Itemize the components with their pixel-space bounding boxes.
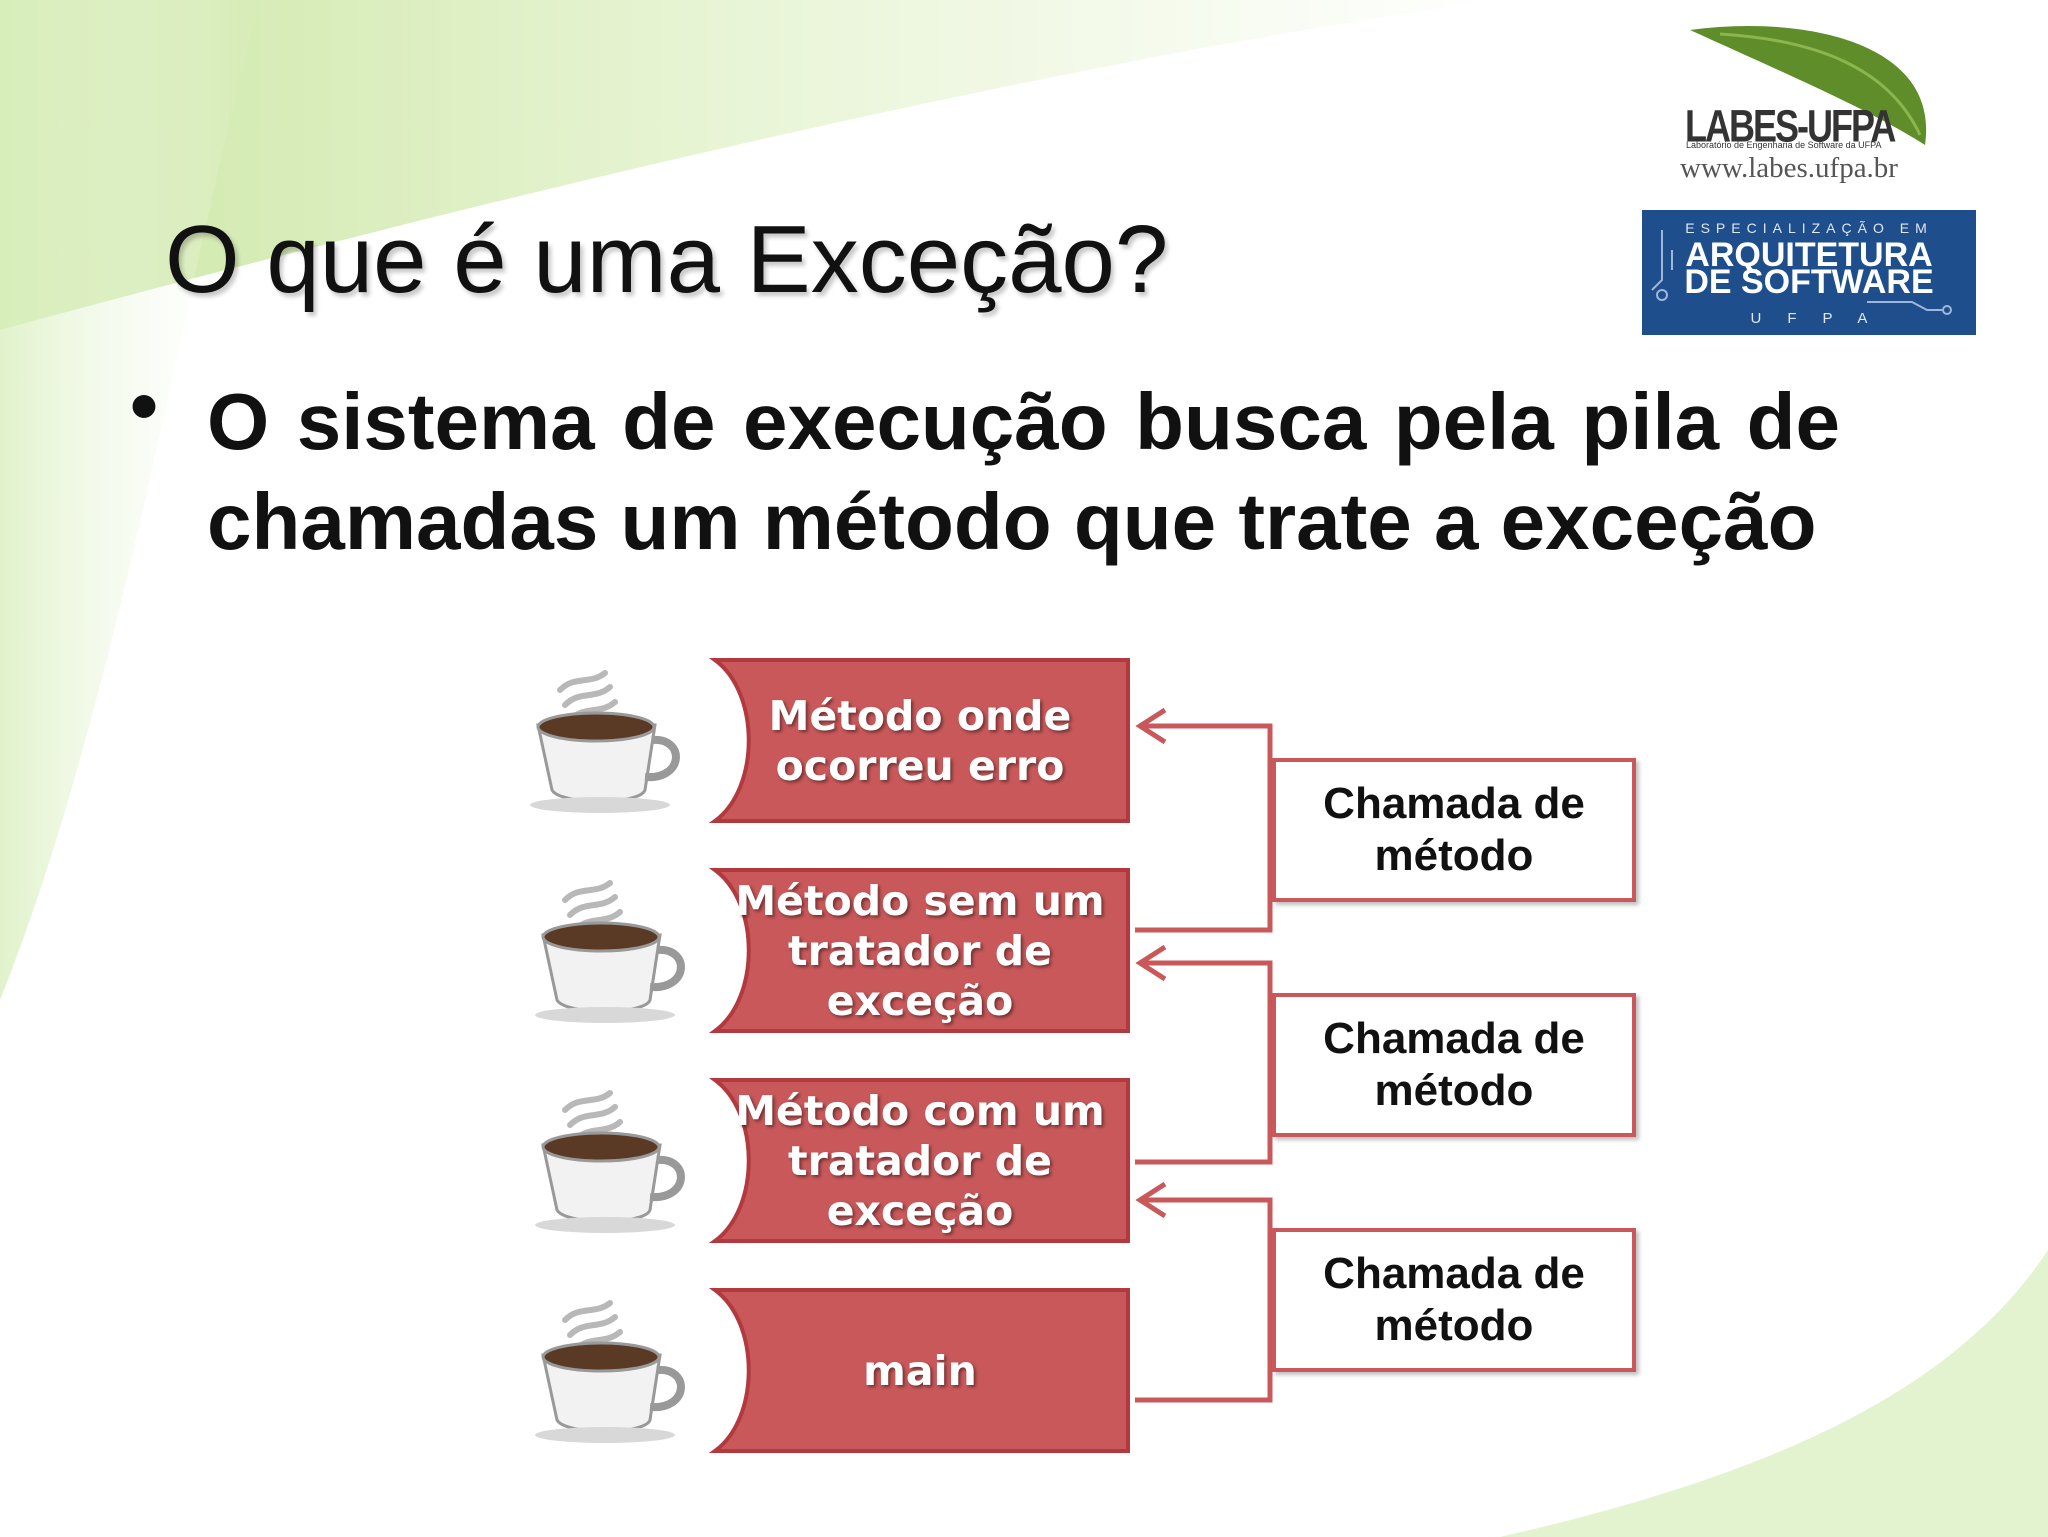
stack-method-label: Método onde ocorreu erro: [768, 691, 1072, 790]
circuit-icon: [1651, 230, 1952, 315]
badge-line-1: ARQUITETURA: [1685, 236, 1933, 274]
labes-subtitle: Laboratório de Engenharia de Software da…: [1686, 140, 1882, 150]
coffee-cup-icon: [530, 670, 680, 813]
labes-name: LABES-UFPA: [1685, 100, 1896, 152]
badge-bottom-text: UFPA: [1750, 310, 1894, 327]
call-connector: [1135, 723, 1273, 933]
call-arrowhead: [1135, 944, 1167, 982]
call-box-2: Chamada de método: [1272, 993, 1636, 1137]
stack-method-label: main: [863, 1346, 977, 1395]
call-connector: [1135, 960, 1273, 1165]
stack-method-2: Método sem um tratador de exceção: [660, 868, 1130, 1033]
stack-method-1: Método onde ocorreu erro: [660, 658, 1130, 823]
slide-title: O que é uma Exceção?: [165, 206, 1169, 313]
coffee-cup-icon: [535, 1090, 685, 1233]
stack-method-label: Método com um tratador de exceção: [735, 1086, 1105, 1235]
call-arrowhead: [1135, 1181, 1167, 1219]
stack-method-3: Método com um tratador de exceção: [660, 1078, 1130, 1243]
call-box-1: Chamada de método: [1272, 758, 1636, 902]
bullet-text: O sistema de execução busca pela pila de…: [207, 377, 1840, 566]
labes-url: www.labes.ufpa.br: [1680, 152, 1898, 184]
badge-line-2: DE SOFTWARE: [1684, 263, 1934, 301]
stack-method-4: main: [660, 1288, 1130, 1453]
bullet-icon: •: [130, 361, 159, 450]
stack-method-label: Método sem um tratador de exceção: [735, 876, 1105, 1025]
badge-top-text: ESPECIALIZAÇÃO EM: [1685, 220, 1933, 236]
arquitetura-software-badge: ESPECIALIZAÇÃO EM ARQUITETURA DE SOFTWAR…: [1642, 210, 1976, 335]
coffee-cup-icon: [535, 1300, 685, 1443]
labes-leaf-logo: [1690, 26, 1927, 146]
call-box-3: Chamada de método: [1272, 1228, 1636, 1372]
call-arrowhead: [1135, 707, 1167, 745]
coffee-cup-icon: [535, 880, 685, 1023]
call-connector: [1135, 1197, 1273, 1403]
